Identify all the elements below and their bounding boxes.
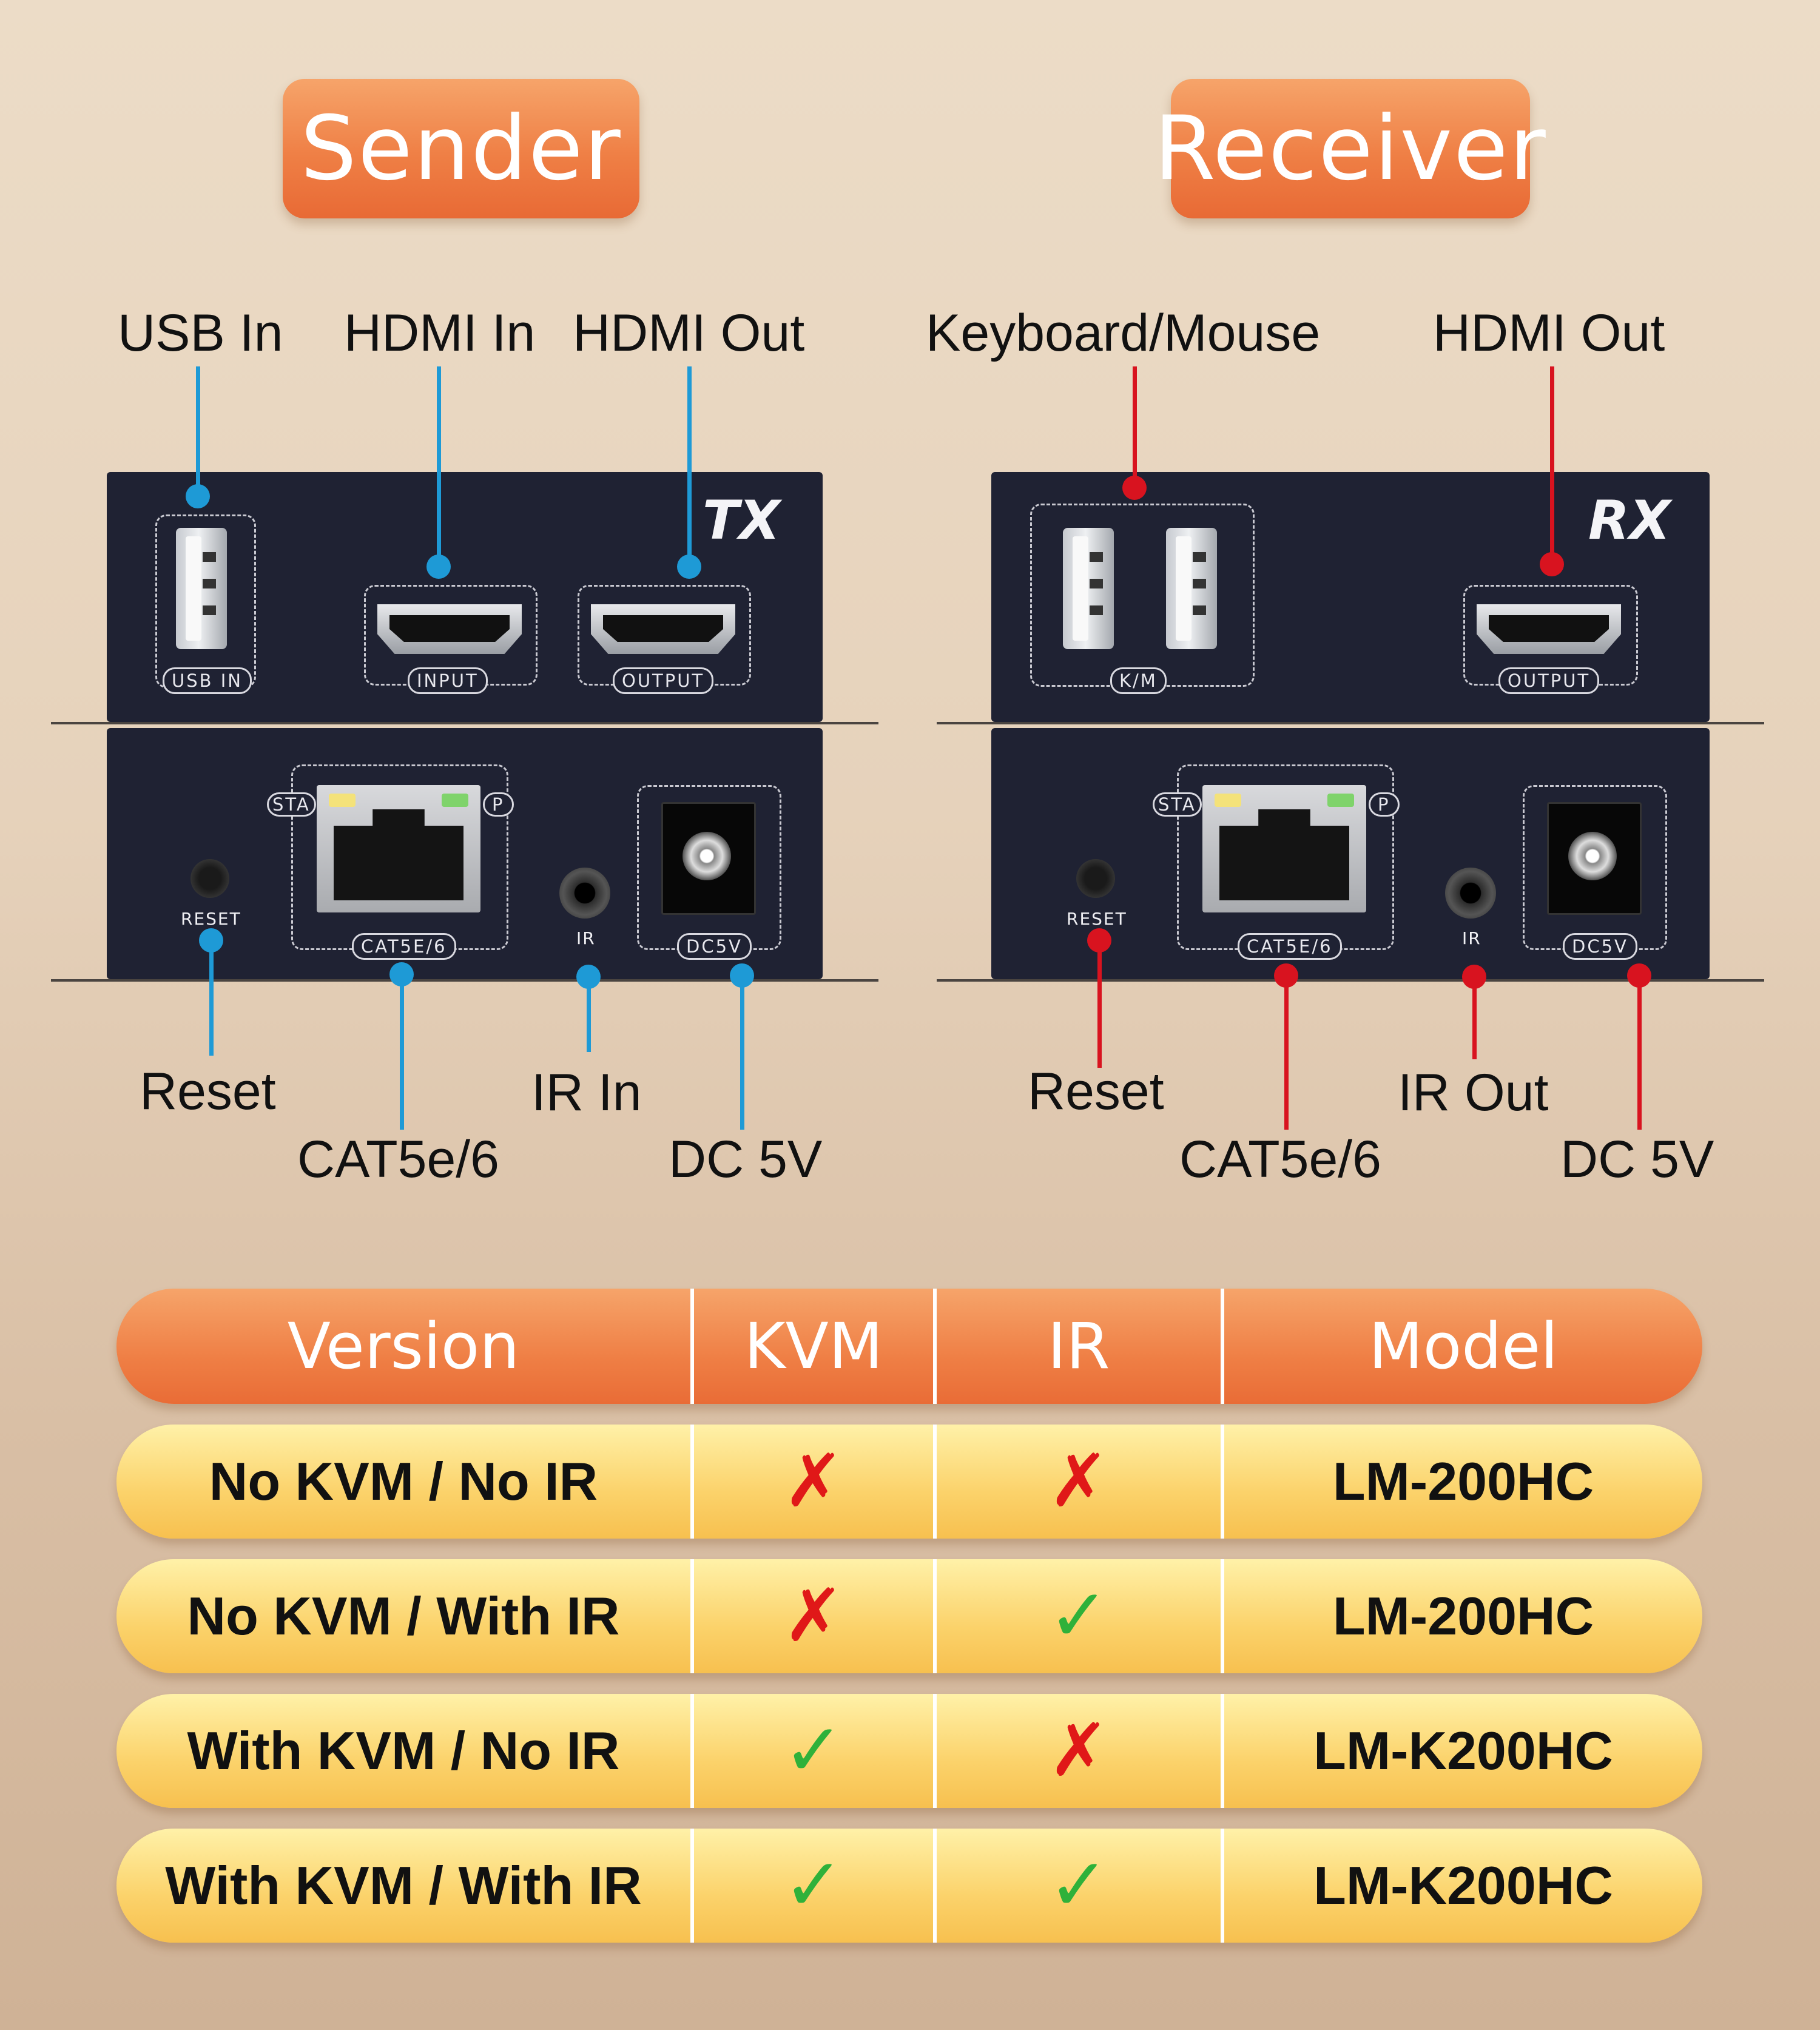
receiver-rail-top [937, 722, 1764, 724]
sender-rail-top [51, 722, 878, 724]
row-version: With KVM / With IR [165, 1855, 642, 1915]
header-version: Version [287, 1309, 520, 1383]
receiver-dc-tag: DC5V [1563, 933, 1637, 960]
receiver-output-tag: OUTPUT [1498, 667, 1600, 694]
sender-usb-port[interactable] [176, 528, 227, 649]
kvm-cross-icon: ✗ [783, 1439, 844, 1523]
receiver-dc-port[interactable] [1547, 802, 1642, 915]
receiver-cat-label: CAT5e/6 [1179, 1130, 1381, 1189]
receiver-ir-jack[interactable] [1445, 868, 1496, 919]
table-row: With KVM / No IR ✓ ✗ LM-K200HC [116, 1694, 1702, 1808]
receiver-hdmi-out-label: HDMI Out [1433, 304, 1665, 362]
row-version: No KVM / No IR [209, 1451, 598, 1511]
sender-dc-tag: DC5V [677, 933, 752, 960]
receiver-logo: RX [1588, 489, 1671, 551]
sender-reset-small: RESET [181, 909, 241, 929]
header-kvm: KVM [744, 1309, 883, 1383]
kvm-check-icon: ✓ [783, 1843, 844, 1927]
sender-hdmi-in-port[interactable] [377, 604, 522, 654]
table-row: No KVM / No IR ✗ ✗ LM-200HC [116, 1425, 1702, 1539]
receiver-usb-port-2[interactable] [1166, 528, 1217, 649]
sender-ir-jack[interactable] [559, 868, 610, 919]
receiver-title: Receiver [1154, 79, 1546, 218]
sender-logo: TX [703, 489, 780, 551]
receiver-sta-tag: STA [1153, 792, 1202, 817]
sender-cat-label: CAT5e/6 [297, 1130, 499, 1189]
receiver-reset-label: Reset [1028, 1062, 1164, 1121]
sender-dc-port[interactable] [661, 802, 756, 915]
receiver-dc-label: DC 5V [1560, 1130, 1714, 1189]
row-model: LM-K200HC [1313, 1855, 1613, 1915]
sender-reset-button[interactable] [190, 859, 229, 898]
row-model: LM-200HC [1332, 1451, 1594, 1511]
receiver-km-label: Keyboard/Mouse [926, 304, 1321, 362]
row-model: LM-K200HC [1313, 1721, 1613, 1781]
receiver-km-dot [1122, 476, 1147, 500]
receiver-ir-label: IR Out [1398, 1064, 1549, 1122]
ir-cross-icon: ✗ [1048, 1439, 1110, 1523]
sender-usb-dot [186, 484, 210, 508]
table-row: No KVM / With IR ✗ ✓ LM-200HC [116, 1559, 1702, 1673]
sender-cat-tag: CAT5E/6 [352, 933, 456, 960]
receiver-rj45-port[interactable] [1202, 785, 1366, 912]
receiver-hdmi-out-dot [1540, 552, 1564, 576]
sender-ir-label: IR In [531, 1064, 642, 1122]
sender-output-tag: OUTPUT [613, 667, 714, 694]
row-version: With KVM / No IR [187, 1721, 620, 1781]
sender-title: Sender [283, 79, 639, 218]
sender-usb-in-label: USB In [118, 304, 283, 362]
sender-reset-label: Reset [140, 1062, 276, 1121]
sender-input-tag: INPUT [408, 667, 488, 694]
sender-dc-label: DC 5V [669, 1130, 823, 1189]
sender-sta-tag: STA [267, 792, 316, 817]
sender-hdmi-in-dot [426, 555, 451, 579]
receiver-rail-bottom [937, 979, 1764, 982]
table-header: Version KVM IR Model [116, 1289, 1702, 1404]
sender-hdmi-out-port[interactable] [591, 604, 735, 654]
ir-cross-icon: ✗ [1048, 1708, 1110, 1793]
row-model: LM-200HC [1332, 1586, 1594, 1646]
header-ir: IR [1047, 1309, 1110, 1383]
sender-p-tag: P [483, 792, 514, 817]
ir-check-icon: ✓ [1048, 1574, 1110, 1658]
kvm-check-icon: ✓ [783, 1708, 844, 1793]
ir-check-icon: ✓ [1048, 1843, 1110, 1927]
sender-hdmi-out-dot [677, 555, 701, 579]
sender-hdmi-in-label: HDMI In [344, 304, 536, 362]
sender-rj45-port[interactable] [317, 785, 480, 912]
receiver-reset-button[interactable] [1076, 859, 1115, 898]
sender-hdmi-out-label: HDMI Out [573, 304, 805, 362]
receiver-hdmi-out-port[interactable] [1477, 604, 1621, 654]
row-version: No KVM / With IR [187, 1586, 620, 1646]
header-model: Model [1368, 1309, 1559, 1383]
kvm-cross-icon: ✗ [783, 1574, 844, 1658]
sender-usb-tag: USB IN [163, 667, 252, 694]
sender-rail-bottom [51, 979, 878, 982]
receiver-reset-small: RESET [1067, 909, 1127, 929]
receiver-usb-port-1[interactable] [1063, 528, 1114, 649]
receiver-km-tag: K/M [1110, 667, 1167, 694]
receiver-cat-tag: CAT5E/6 [1238, 933, 1342, 960]
receiver-p-tag: P [1369, 792, 1400, 817]
table-row: With KVM / With IR ✓ ✓ LM-K200HC [116, 1829, 1702, 1943]
sender-ir-small: IR [576, 928, 596, 948]
receiver-ir-small: IR [1462, 928, 1481, 948]
